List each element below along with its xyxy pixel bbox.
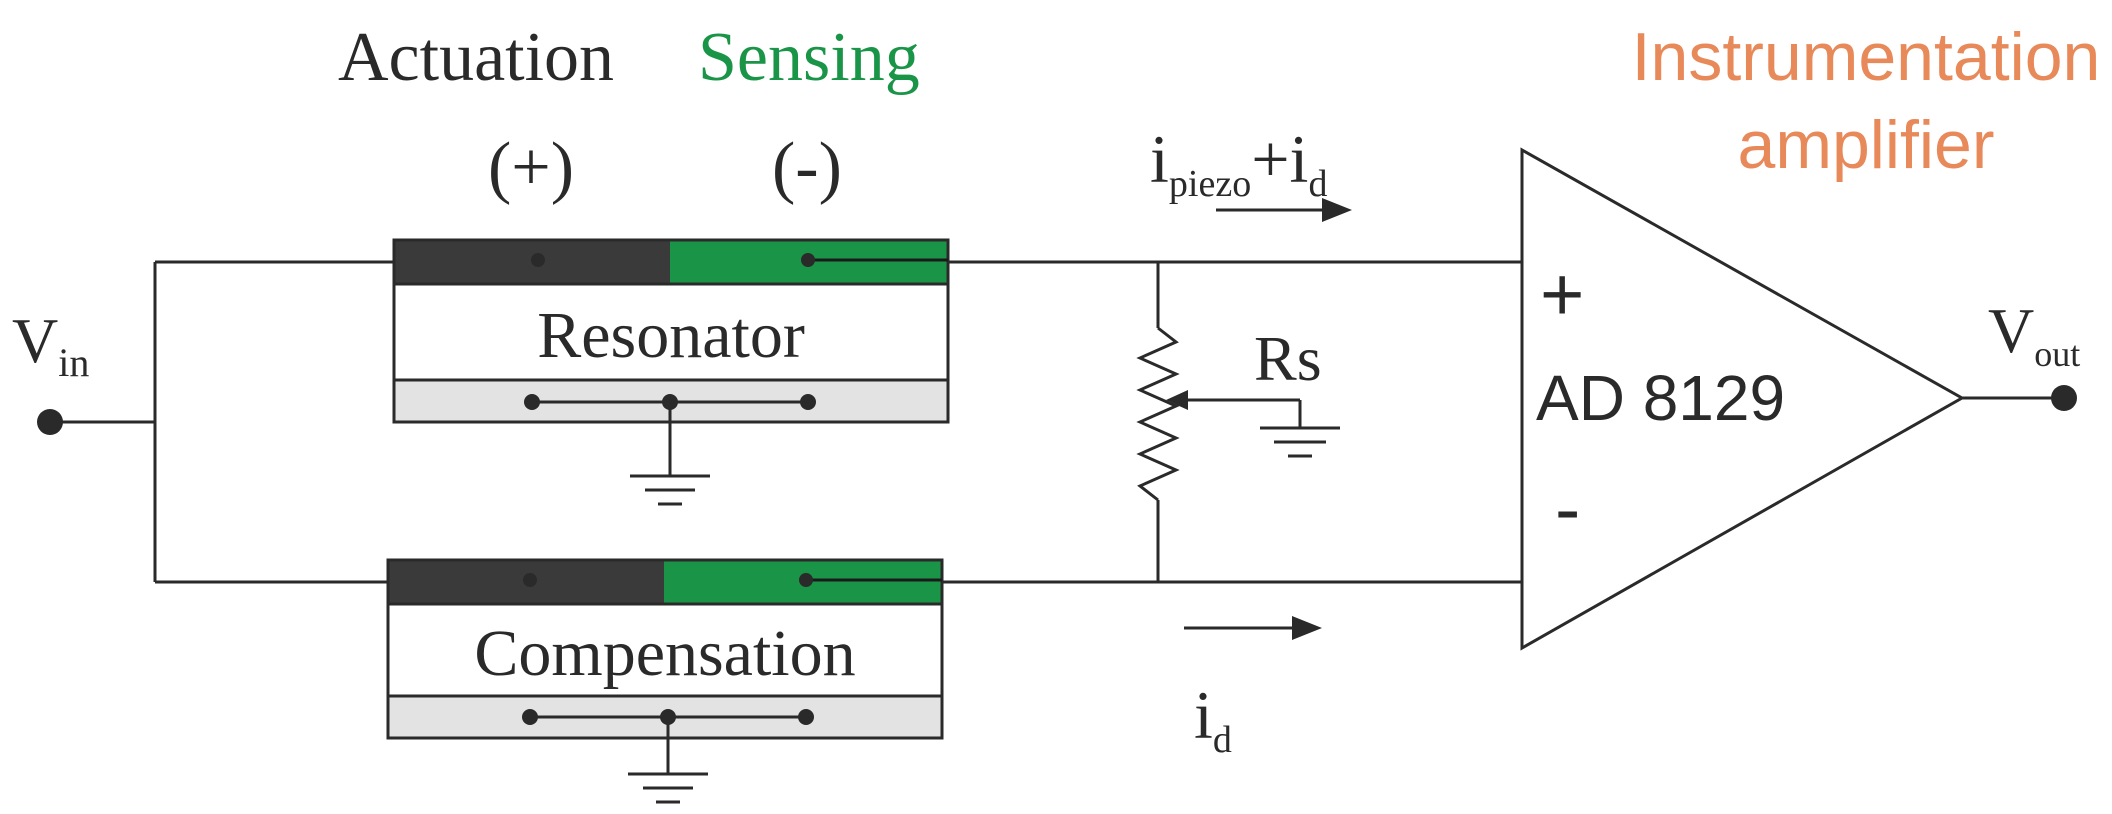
- resonator-sensing-contact: [801, 253, 815, 267]
- resonator: Resonator: [392, 238, 950, 476]
- compensation-ground-node-left: [522, 709, 538, 725]
- resonator-label: Resonator: [537, 299, 805, 372]
- resonator-ground-icon: [630, 474, 710, 506]
- resonator-ground-node-right: [800, 394, 816, 410]
- compensation-label: Compensation: [474, 617, 855, 690]
- vin-label: Vin: [12, 305, 89, 385]
- compensation-ground-icon: [628, 772, 708, 804]
- compensation: Compensation: [386, 558, 944, 774]
- amplifier-title-line1: Instrumentation: [1632, 19, 2101, 95]
- amp-plus-label: +: [1540, 252, 1584, 337]
- amp-model-label: AD 8129: [1536, 362, 1785, 434]
- potentiometer-rs: [1136, 262, 1302, 582]
- vout-terminal: [2051, 385, 2077, 411]
- resistor-label: Rs: [1254, 323, 1322, 394]
- amp-minus-label: -: [1555, 467, 1580, 552]
- resonator-actuation-contact: [531, 253, 545, 267]
- top-current-label: ipiezo+id: [1150, 121, 1327, 205]
- bottom-current-label: id: [1194, 677, 1232, 761]
- compensation-sensing-contact: [799, 573, 813, 587]
- resonator-ground-node-left: [524, 394, 540, 410]
- actuation-sign: (+): [488, 129, 574, 206]
- actuation-label: Actuation: [338, 19, 614, 96]
- wiper-arrow-icon: [1166, 390, 1188, 410]
- amplifier-triangle: [1520, 147, 1966, 651]
- compensation-ground-node-right: [798, 709, 814, 725]
- top-current-arrow-icon: [1216, 198, 1352, 222]
- compensation-actuation-contact: [523, 573, 537, 587]
- sensing-label: Sensing: [698, 19, 920, 96]
- rs-ground-icon: [1260, 426, 1340, 458]
- bottom-current-arrow-icon: [1184, 616, 1322, 640]
- sensing-sign: (-): [772, 129, 842, 206]
- vout-label: Vout: [1988, 295, 2080, 374]
- amplifier-title-line2: amplifier: [1738, 107, 1995, 183]
